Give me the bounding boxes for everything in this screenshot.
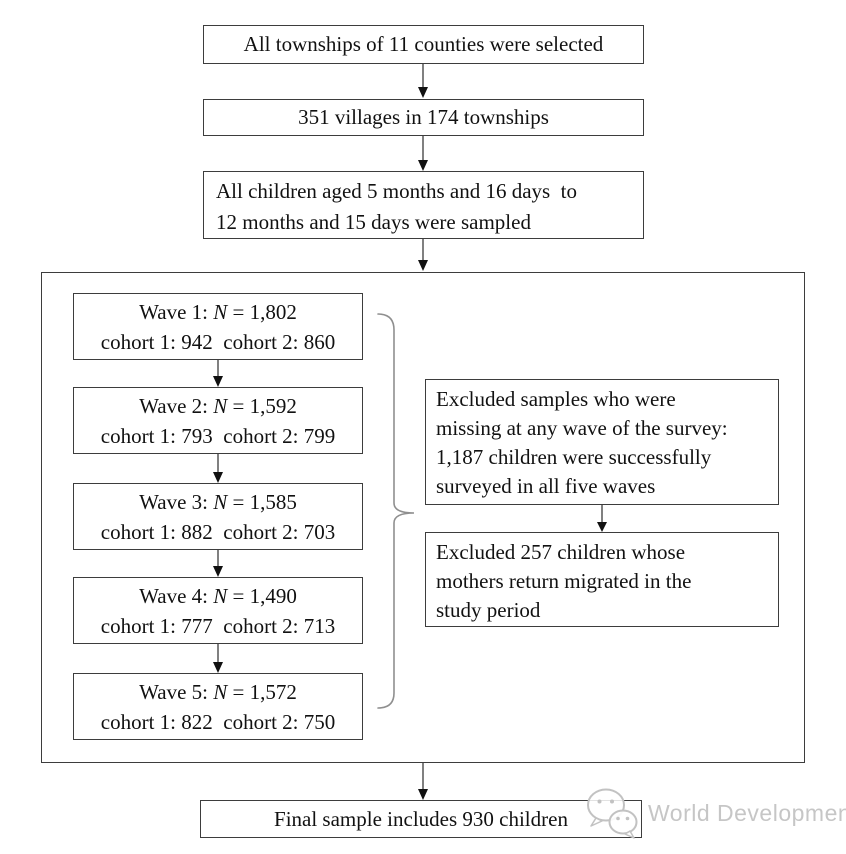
excluded-migrated-line-1: Excluded 257 children whose bbox=[436, 540, 686, 564]
wave-box-2: Wave 2: N = 1,592 cohort 1: 793 cohort 2… bbox=[73, 387, 363, 454]
excluded-missing-line-2: missing at any wave of the survey: bbox=[436, 416, 728, 440]
wave-1-title: Wave 1: N = 1,802 bbox=[139, 300, 297, 324]
arrow-wave3-to-wave4 bbox=[213, 550, 223, 577]
wave-3-cohorts: cohort 1: 882 cohort 2: 703 bbox=[100, 520, 336, 544]
box-final-sample: Final sample includes 930 children bbox=[200, 800, 642, 838]
box-sampling: All children aged 5 months and 16 days t… bbox=[203, 171, 644, 239]
box-villages-text: 351 villages in 174 townships bbox=[298, 105, 549, 129]
arrow-counties-to-villages bbox=[418, 64, 428, 98]
wechat-icon bbox=[587, 788, 638, 839]
arrow-sampling-to-panel bbox=[418, 239, 428, 271]
box-sampling-line-1: All children aged 5 months and 16 days t… bbox=[216, 179, 578, 203]
wave-5-cohorts: cohort 1: 822 cohort 2: 750 bbox=[100, 710, 336, 734]
arrow-wave2-to-wave3 bbox=[213, 454, 223, 483]
wave-1-cohorts: cohort 1: 942 cohort 2: 860 bbox=[100, 330, 336, 354]
excluded-missing-line-3: 1,187 children were successfully bbox=[436, 445, 712, 469]
wave-2-title: Wave 2: N = 1,592 bbox=[139, 394, 297, 418]
wave-3-title: Wave 3: N = 1,585 bbox=[139, 490, 297, 514]
arrow-wave1-to-wave2 bbox=[213, 360, 223, 387]
excluded-migrated-line-3: study period bbox=[436, 598, 541, 622]
wave-5-title: Wave 5: N = 1,572 bbox=[139, 680, 297, 704]
arrow-wave4-to-wave5 bbox=[213, 644, 223, 673]
box-villages: 351 villages in 174 townships bbox=[203, 99, 644, 136]
box-excluded-missing: Excluded samples who were missing at any… bbox=[425, 379, 779, 505]
wave-2-cohorts: cohort 1: 793 cohort 2: 799 bbox=[100, 424, 336, 448]
excluded-missing-line-4: surveyed in all five waves bbox=[436, 474, 656, 498]
wave-4-cohorts: cohort 1: 777 cohort 2: 713 bbox=[100, 614, 336, 638]
wave-box-5: Wave 5: N = 1,572 cohort 1: 822 cohort 2… bbox=[73, 673, 363, 740]
box-counties: All townships of 11 counties were select… bbox=[203, 25, 644, 64]
excluded-migrated-line-2: mothers return migrated in the bbox=[436, 569, 692, 593]
panel-box bbox=[41, 272, 805, 763]
wave-box-4: Wave 4: N = 1,490 cohort 1: 777 cohort 2… bbox=[73, 577, 363, 644]
box-counties-text: All townships of 11 counties were select… bbox=[243, 32, 604, 56]
arrow-panel-to-final bbox=[418, 763, 428, 800]
arrow-excluded1-to-excluded2 bbox=[597, 505, 607, 532]
box-final-sample-text: Final sample includes 930 children bbox=[274, 806, 568, 831]
box-excluded-migrated: Excluded 257 children whose mothers retu… bbox=[425, 532, 779, 627]
arrow-villages-to-sampling bbox=[418, 135, 428, 171]
box-sampling-line-2: 12 months and 15 days were sampled bbox=[216, 210, 531, 234]
excluded-missing-line-1: Excluded samples who were bbox=[436, 387, 676, 411]
wave-box-1: Wave 1: N = 1,802 cohort 1: 942 cohort 2… bbox=[73, 293, 363, 360]
wave-box-3: Wave 3: N = 1,585 cohort 1: 882 cohort 2… bbox=[73, 483, 363, 550]
brace-waves-to-exclusions bbox=[377, 313, 415, 709]
wave-4-title: Wave 4: N = 1,490 bbox=[139, 584, 297, 608]
watermark-text: World Development bbox=[648, 800, 846, 826]
